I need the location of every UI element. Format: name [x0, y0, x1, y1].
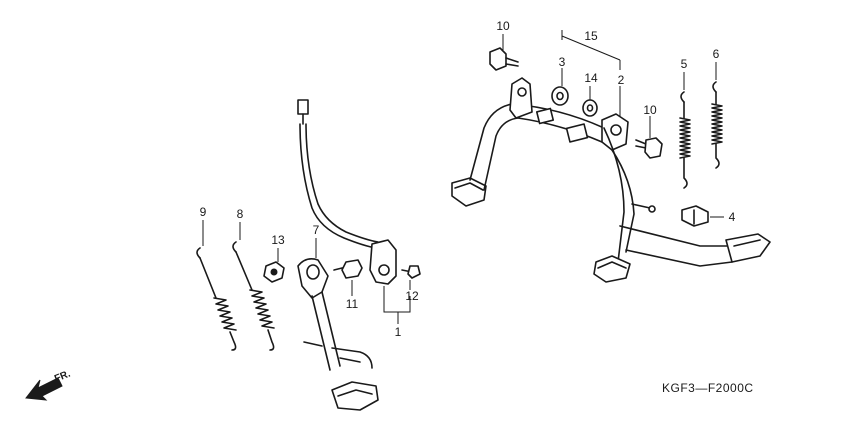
stopper-4 — [681, 205, 709, 227]
callout-labels: 10 15 3 14 2 10 5 6 4 7 13 8 9 11 12 1 — [200, 19, 736, 339]
callout-6: 6 — [713, 47, 720, 61]
front-label: FR. — [53, 368, 72, 384]
callout-9: 9 — [200, 205, 207, 219]
side-stand-switch — [369, 239, 397, 285]
side-stand-switch-harness — [297, 99, 379, 249]
callout-4: 4 — [729, 210, 736, 224]
bolt-11 — [333, 259, 363, 279]
main-stand — [451, 77, 771, 283]
callout-13: 13 — [271, 233, 285, 247]
spring-6 — [711, 81, 723, 169]
callout-3: 3 — [559, 55, 566, 69]
bolt-10-upper — [489, 47, 519, 71]
washer-3 — [551, 86, 569, 106]
bolt-12 — [401, 265, 421, 279]
spring-9 — [196, 247, 237, 351]
callout-15: 15 — [584, 29, 598, 43]
callout-8: 8 — [237, 207, 244, 221]
side-stand — [297, 258, 379, 411]
diagram-code: KGF3—F2000C — [662, 381, 754, 395]
callout-5: 5 — [681, 57, 688, 71]
collar-14 — [582, 99, 598, 117]
leader-lines — [202, 30, 724, 324]
callout-10-upper: 10 — [496, 19, 510, 33]
callout-14: 14 — [584, 71, 598, 85]
callout-2: 2 — [618, 73, 625, 87]
bolt-10-right — [635, 137, 663, 159]
spring-5 — [679, 91, 691, 189]
spring-8 — [232, 241, 275, 351]
callout-11: 11 — [346, 297, 359, 311]
callout-10-right: 10 — [643, 103, 657, 117]
callout-12: 12 — [405, 289, 419, 303]
nut-13 — [263, 261, 285, 283]
callout-1: 1 — [395, 325, 402, 339]
front-direction-arrow-icon: FR. — [25, 368, 72, 401]
callout-7: 7 — [313, 223, 320, 237]
